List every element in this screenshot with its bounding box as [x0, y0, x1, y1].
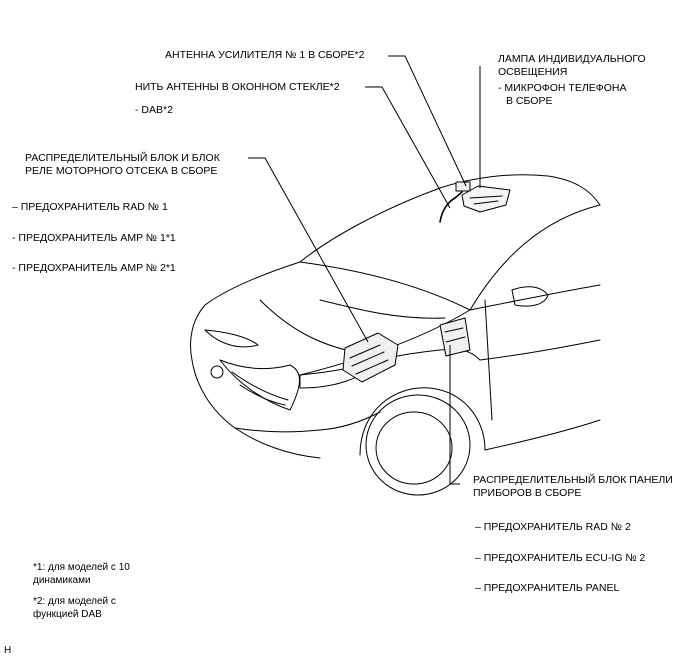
- windshield-lower: [299, 261, 471, 311]
- note2-line1: *2: для моделей с: [33, 596, 116, 607]
- grille-inner-2: [239, 384, 286, 406]
- label-fuse-ecu: – ПРЕДОХРАНИТЕЛЬ ECU-IG № 2: [475, 552, 646, 564]
- door-line: [479, 339, 601, 361]
- corner-code: H: [4, 645, 12, 656]
- hood-left-edge: [204, 261, 301, 306]
- label-amp-antenna: АНТЕННА УСИЛИТЕЛЯ № 1 В СБОРЕ*2: [165, 49, 365, 61]
- label-fuse-amp2: - ПРЕДОХРАНИТЕЛЬ AMP № 2*1: [12, 262, 176, 274]
- label-dab-note: - DAB*2: [135, 104, 173, 116]
- label-panel-block-line1: РАСПРЕДЕЛИТЕЛЬНЫЙ БЛОК ПАНЕЛИ: [473, 474, 673, 486]
- label-window-antenna: НИТЬ АНТЕННЫ В ОКОННОМ СТЕКЛЕ*2: [135, 81, 340, 93]
- roof-console-detail: [469, 195, 503, 205]
- note1-line1: *1: для моделей с 10: [33, 562, 130, 573]
- wheel-tire: [365, 394, 471, 496]
- label-fuse-amp1: - ПРЕДОХРАНИТЕЛЬ AMP № 1*1: [12, 232, 176, 244]
- leader-amp-antenna: [388, 55, 467, 187]
- label-engine-block-line2: РЕЛЕ МОТОРНОГО ОТСЕКА В СБОРЕ: [25, 165, 218, 177]
- emblem: [210, 365, 224, 379]
- grille-outer: [219, 359, 300, 411]
- side-body: [484, 419, 601, 451]
- panel-block-detail: [444, 327, 466, 343]
- front-fascia: [190, 304, 321, 459]
- roof-console: [461, 185, 511, 213]
- label-fuse-panel: – ПРЕДОХРАНИТЕЛЬ PANEL: [475, 582, 620, 594]
- label-panel-block-line2: ПРИБОРОВ В СБОРЕ: [473, 487, 582, 499]
- grille-inner-1: [231, 371, 289, 401]
- label-mic-line2: В СБОРЕ: [506, 95, 553, 107]
- label-fuse-rad2: – ПРЕДОХРАНИТЕЛЬ RAD № 2: [475, 521, 631, 533]
- amp-antenna-box: [455, 181, 471, 192]
- hood-crease-2: [259, 299, 356, 353]
- a-pillar-detail: [484, 299, 493, 421]
- leader-panel-block: [449, 345, 460, 485]
- label-engine-block-line1: РАСПРЕДЕЛИТЕЛЬНЫЙ БЛОК И БЛОК: [25, 152, 220, 164]
- lower-bumper: [234, 411, 381, 433]
- leader-engine-block: [248, 157, 369, 343]
- leader-window-antenna: [365, 86, 451, 209]
- engine-block-detail: [349, 344, 389, 375]
- hood-crease: [319, 299, 446, 319]
- car-roof-line: [299, 174, 601, 263]
- label-fuse-rad1: – ПРЕДОХРАНИТЕЛЬ RAD № 1: [12, 201, 168, 213]
- note2-line2: функцией DAB: [33, 609, 102, 620]
- panel-block-part: [439, 317, 471, 357]
- label-mic-line1: - МИКРОФОН ТЕЛЕФОНА: [498, 82, 627, 94]
- wheel-arch: [359, 387, 486, 456]
- note1-line2: динамиками: [33, 575, 91, 586]
- mirror: [511, 286, 549, 307]
- label-lamp-line2: ОСВЕЩЕНИЯ: [498, 66, 568, 78]
- antenna-wire: [439, 191, 463, 223]
- headlight-left: [204, 329, 259, 348]
- windshield-pillar: [469, 204, 601, 311]
- wheel-rim: [375, 411, 453, 485]
- label-lamp-line1: ЛАМПА ИНДИВИДУАЛЬНОГО: [498, 53, 646, 65]
- side-window-line: [469, 284, 601, 311]
